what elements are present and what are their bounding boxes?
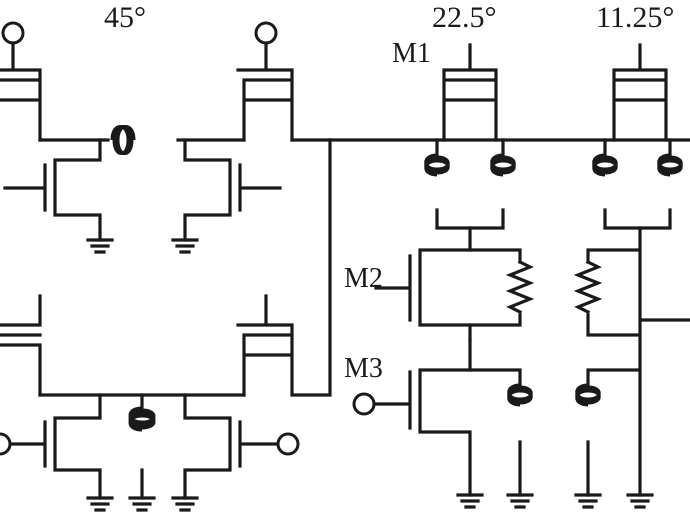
bias-terminal-bottom-left bbox=[0, 432, 12, 456]
inductor-11-25-lower bbox=[575, 383, 601, 407]
stage-22-5-degree bbox=[352, 43, 535, 509]
inductor-pair-22-5 bbox=[424, 153, 516, 177]
shunt-inductor-45 bbox=[128, 406, 156, 432]
stage-45-degree bbox=[0, 21, 332, 512]
output-terminal-top-right bbox=[254, 21, 278, 45]
inductor-22-5-lower bbox=[507, 383, 533, 407]
stage-11-25-degree bbox=[573, 43, 690, 509]
series-inductor-45 bbox=[110, 125, 136, 155]
bias-terminal-bottom-right bbox=[276, 432, 300, 456]
inductor-pair-11-25 bbox=[592, 153, 683, 177]
resistor-11-25 bbox=[573, 259, 603, 315]
resistor-22-5 bbox=[505, 259, 535, 315]
m3-gate-terminal bbox=[352, 392, 376, 416]
input-terminal-top-left bbox=[1, 21, 25, 45]
